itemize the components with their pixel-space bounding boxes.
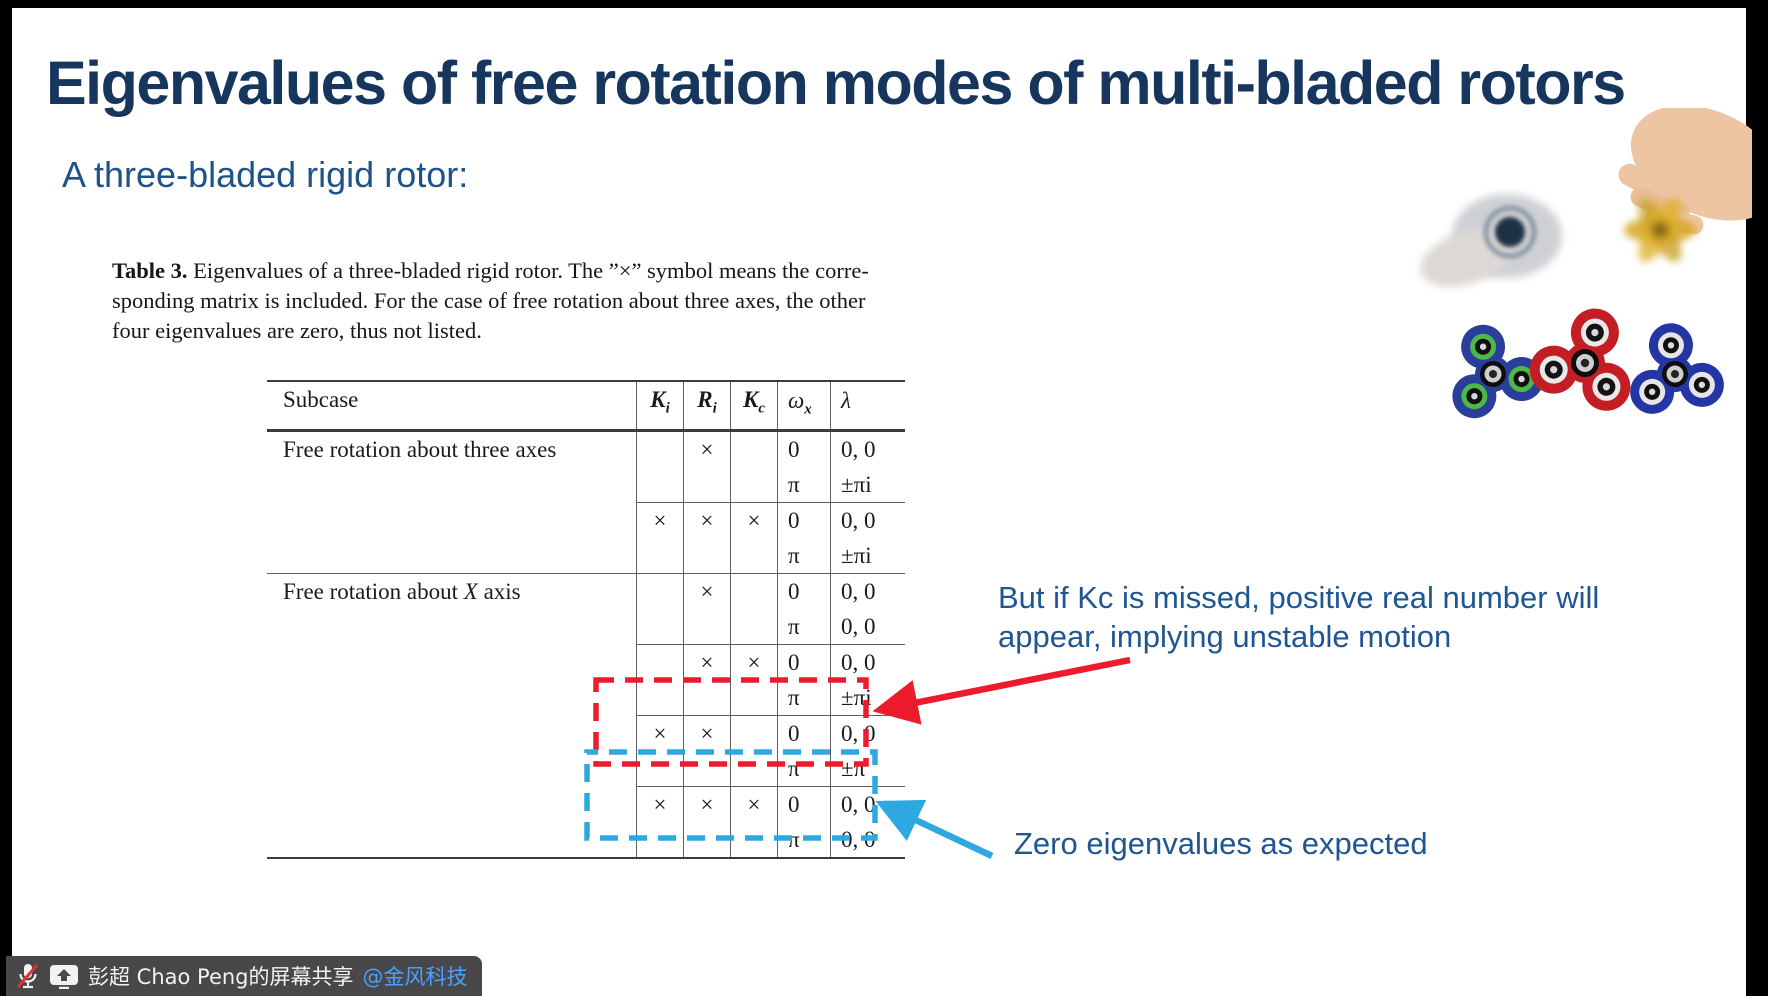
cell-ri: × — [683, 429, 731, 503]
table-header-row: Subcase Ki Ri Kc ωx λ — [267, 381, 905, 432]
cell-ki — [636, 429, 684, 503]
blue-white-spinner — [1630, 323, 1724, 414]
cell-lambda: 0, 0±πi — [830, 429, 905, 503]
table-caption: Table 3. Eigenvalues of a three-bladed r… — [112, 256, 1032, 346]
cell-ri: × — [683, 714, 731, 787]
cell-ki — [636, 643, 684, 716]
caption-line-1: Table 3. Eigenvalues of a three-bladed r… — [112, 258, 869, 283]
col-header-subcase: Subcase — [267, 381, 637, 432]
cell-kc — [730, 429, 778, 503]
col-header-kc: Kc — [730, 381, 778, 432]
presentation-slide: Eigenvalues of free rotation modes of mu… — [12, 8, 1752, 996]
cell-ki: × — [636, 501, 684, 574]
annotation-unstable-line2: appear, implying unstable motion — [998, 619, 1452, 654]
cell-kc — [730, 572, 778, 645]
cell-kc: × — [730, 785, 778, 858]
cell-ki: × — [636, 714, 684, 787]
cell-lambda: 0, 0±πi — [830, 643, 905, 716]
cell-ki: × — [636, 785, 684, 858]
subcase-x-axis: Free rotation about X axis — [267, 572, 637, 858]
col-header-ri: Ri — [683, 381, 731, 432]
mention-link[interactable]: @金风科技 — [362, 965, 468, 989]
caption-label: Table 3. — [112, 258, 188, 283]
col-header-ki: Ki — [636, 381, 684, 432]
cell-ki — [636, 572, 684, 645]
cell-lambda: 0, 0±πi — [830, 501, 905, 574]
gold-spinner-blur — [1624, 198, 1696, 262]
screen-share-banner: 彭超 Chao Peng的屏幕共享 @金风科技 — [6, 956, 482, 996]
cell-lambda: 0, 0±π — [830, 714, 905, 787]
microphone-muted-icon — [16, 964, 39, 989]
col-header-lambda: λ — [830, 381, 905, 432]
cell-ri: × — [683, 785, 731, 858]
annotation-unstable-line1: But if Kc is missed, positive real numbe… — [998, 580, 1600, 615]
fidget-spinner-images — [1420, 108, 1752, 419]
cell-kc: × — [730, 643, 778, 716]
sharer-name-label: 彭超 Chao Peng的屏幕共享 — [88, 965, 354, 989]
red-spinner — [1529, 308, 1631, 411]
annotation-zero-eigenvalues: Zero eigenvalues as expected — [1014, 826, 1428, 861]
cell-kc: × — [730, 501, 778, 574]
screen-share-icon — [50, 965, 78, 989]
subcase-three-axes: Free rotation about three axes — [267, 429, 637, 574]
cell-kc — [730, 714, 778, 787]
slide-title: Eigenvalues of free rotation modes of mu… — [46, 49, 1626, 117]
hand-spinning-photo — [1420, 108, 1752, 287]
caption-line-2: sponding matrix is included. For the cas… — [112, 288, 866, 313]
eigenvalues-table: Subcase Ki Ri Kc ωx λ Free rotation abou… — [267, 380, 905, 859]
col-header-omega-x: ωx — [777, 381, 831, 432]
cell-ri: × — [683, 572, 731, 645]
cell-ri: × — [683, 501, 731, 574]
slide-subtitle: A three-bladed rigid rotor: — [62, 154, 469, 195]
caption-line-3: four eigenvalues are zero, thus not list… — [112, 318, 482, 343]
cell-ri: × — [683, 643, 731, 716]
